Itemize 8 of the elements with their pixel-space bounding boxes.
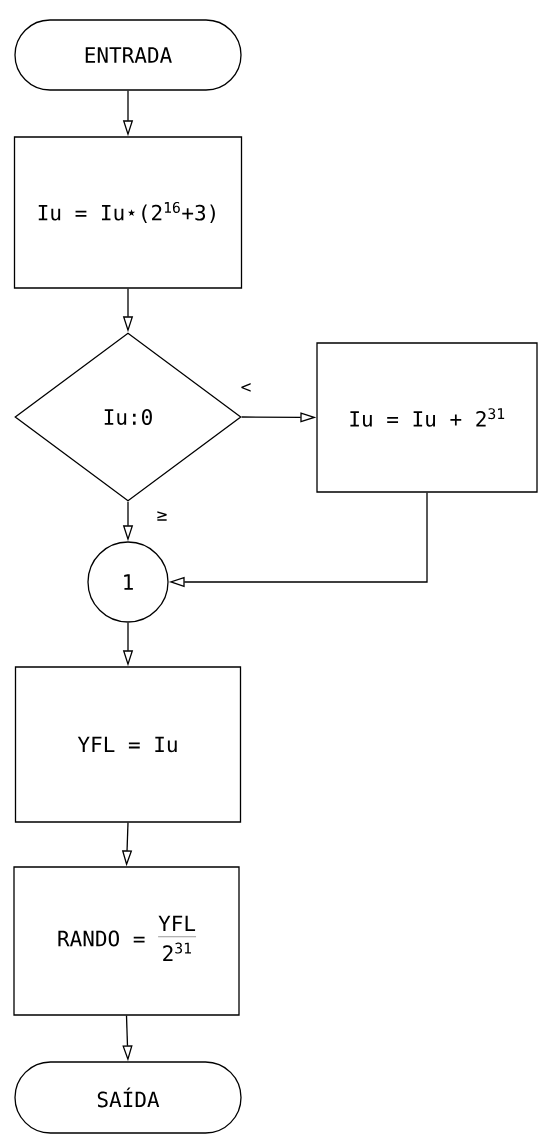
edge-label: < bbox=[239, 381, 253, 394]
process-box: RANDO = YFL 2$^{31}$ bbox=[13, 866, 240, 1016]
terminal-box: ENTRADA bbox=[14, 19, 242, 91]
process-box: Iu = Iu + 2$^{31}$ bbox=[316, 342, 538, 493]
edge-label: ≥ bbox=[155, 510, 169, 522]
process-box: YFL = Iu bbox=[14, 666, 242, 823]
process-box: Iu = Iu⋆(2$^{16}$+3) bbox=[13, 136, 243, 289]
terminal-box: SAÍDA bbox=[14, 1061, 242, 1134]
